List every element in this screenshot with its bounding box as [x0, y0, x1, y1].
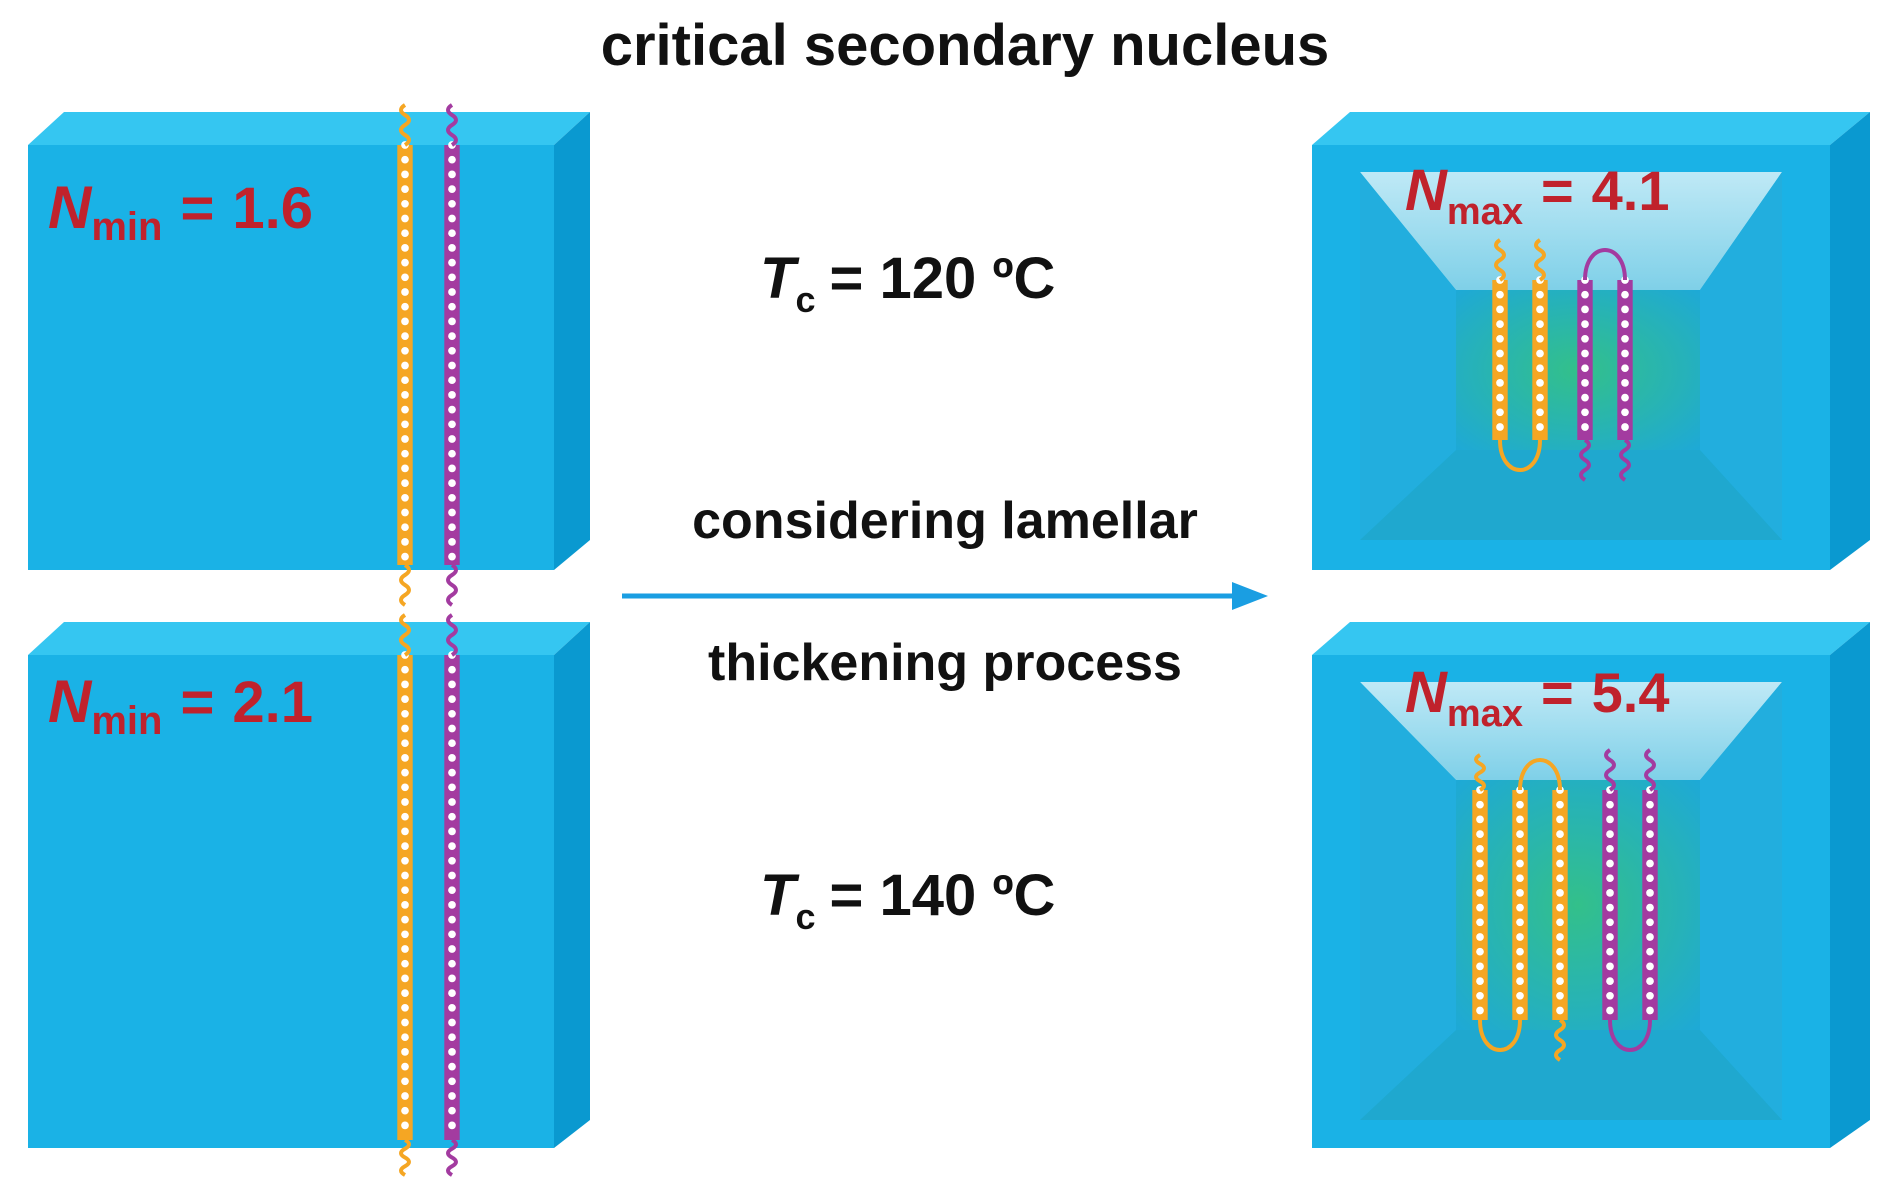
chain-fold [1583, 248, 1627, 281]
block-top-face [28, 112, 590, 145]
right-block-2-label: Nmax = 5.4 [1405, 660, 1670, 735]
well-floor [1456, 780, 1700, 1030]
chain-fold [1518, 758, 1562, 791]
block-side-face [554, 622, 590, 1148]
t-symbol: T [760, 863, 800, 928]
well-bottom-bevel [1360, 1030, 1782, 1120]
block-front-face [28, 145, 554, 570]
block-top-face [1312, 112, 1870, 145]
right-folded-chains [1472, 238, 1658, 1062]
left-block-1 [28, 112, 590, 570]
n-value: 2.1 [232, 670, 313, 735]
n-subscript: max [1447, 693, 1523, 735]
well-top-bevel [1360, 682, 1782, 780]
polymer-chain-icon [397, 651, 413, 1140]
temperature-label-1: Tc = 120 ºC [760, 246, 1055, 320]
right-block-2 [1312, 622, 1870, 1148]
chain-end [1579, 438, 1591, 482]
arrow-label-bottom: thickening process [708, 634, 1182, 692]
n-symbol: N [48, 668, 93, 735]
left-block-1-label: Nmin = 1.6 [48, 174, 313, 249]
chain-end [446, 1138, 458, 1177]
left-block-2 [28, 622, 590, 1148]
n-value: 1.6 [232, 176, 313, 241]
polymer-chain-icon [1577, 276, 1593, 440]
block-side-face [554, 112, 590, 570]
polymer-chain-icon [1472, 786, 1488, 1020]
right-arrow-icon [622, 582, 1268, 610]
chain-end [1474, 753, 1486, 792]
polymer-chain-icon [1492, 276, 1508, 440]
block-side-face [1830, 622, 1870, 1148]
chain-end [399, 613, 411, 657]
temperature-label-2: Tc = 140 ºC [760, 863, 1055, 937]
t-value: = 120 ºC [829, 246, 1055, 311]
equals-sign: = [180, 176, 214, 241]
t-subscript: c [795, 279, 815, 320]
chain-end [399, 103, 411, 147]
polymer-chain-icon [1642, 786, 1658, 1020]
left-block-2-label: Nmin = 2.1 [48, 668, 313, 743]
well-top-bevel [1360, 172, 1782, 290]
equals-sign: = [1541, 661, 1574, 724]
block-top-face [28, 622, 590, 655]
chain-end [446, 563, 458, 607]
block-front-face [28, 655, 554, 1148]
chain-end [1604, 748, 1616, 792]
well-bottom-bevel [1360, 450, 1782, 540]
diagram-title: critical secondary nucleus [601, 13, 1330, 78]
block-side-face [1830, 112, 1870, 570]
chain-fold [1608, 1019, 1652, 1052]
polymer-chain-icon [444, 141, 460, 565]
block-top-face [1312, 622, 1870, 655]
equals-sign: = [180, 670, 214, 735]
n-subscript: min [91, 205, 162, 249]
n-symbol: N [1405, 158, 1448, 223]
well-right-bevel [1700, 682, 1782, 1120]
chain-end [1644, 748, 1656, 792]
n-subscript: max [1447, 191, 1523, 233]
arrow-label-top: considering lamellar [692, 492, 1198, 550]
left-extended-chains [397, 103, 460, 1177]
chain-end [1494, 238, 1506, 282]
well-left-bevel [1360, 172, 1456, 540]
polymer-chain-icon [1552, 786, 1568, 1020]
chain-fold [1498, 439, 1542, 472]
polymer-chain-icon [1512, 786, 1528, 1020]
n-symbol: N [1405, 660, 1448, 725]
polymer-chain-icon [444, 651, 460, 1140]
chain-end [446, 613, 458, 657]
chain-end [1554, 1018, 1566, 1062]
n-subscript: min [91, 699, 162, 743]
n-value: 4.1 [1592, 159, 1670, 222]
chain-end [1619, 438, 1631, 482]
t-subscript: c [795, 896, 815, 937]
chain-end [446, 103, 458, 147]
polymer-chain-icon [397, 141, 413, 565]
chain-end [399, 1138, 411, 1177]
polymer-chain-icon [1532, 276, 1548, 440]
chain-end [1534, 238, 1546, 282]
chain-fold [1478, 1019, 1522, 1052]
polymer-chain-icon [1602, 786, 1618, 1020]
n-symbol: N [48, 174, 93, 241]
right-block-1-label: Nmax = 4.1 [1405, 158, 1670, 233]
well-right-bevel [1700, 172, 1782, 540]
equals-sign: = [1541, 159, 1574, 222]
chain-end [399, 563, 411, 607]
well-left-bevel [1360, 682, 1456, 1120]
t-symbol: T [760, 246, 800, 311]
t-value: = 140 ºC [829, 863, 1055, 928]
polymer-chain-icon [1617, 276, 1633, 440]
n-value: 5.4 [1592, 661, 1670, 724]
